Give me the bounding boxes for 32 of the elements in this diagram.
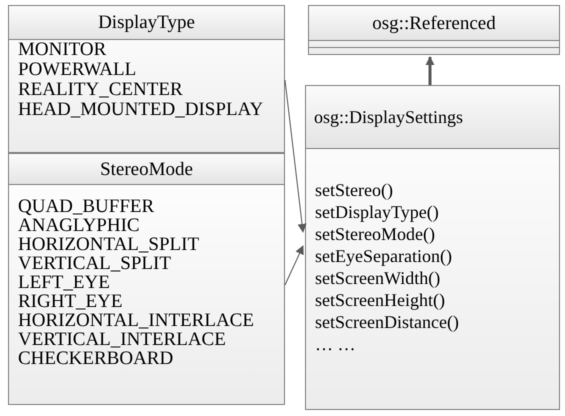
method-name: setDisplayType(): [315, 201, 440, 223]
method-name: setStereoMode(): [315, 223, 436, 245]
method-name: … …: [315, 333, 356, 355]
class-name: osg::Referenced: [372, 14, 496, 32]
enum-value: LEFT_EYE: [18, 273, 111, 292]
method-name: setEyeSeparation(): [315, 245, 453, 267]
enum-value: VERTICAL_INTERLACE: [18, 330, 227, 349]
class-box: [8, 5, 285, 153]
arrow: [426, 56, 434, 85]
class-box: [305, 85, 560, 410]
enum-value: RIGHT_EYE: [18, 292, 124, 311]
class-box: [308, 5, 560, 55]
arrow: [284, 80, 307, 233]
enum-value: HORIZONTAL_INTERLACE: [18, 311, 255, 330]
enum-value: HORIZONTAL_SPLIT: [18, 235, 200, 254]
class-name: osg::DisplaySettings: [314, 108, 464, 126]
method-name: setStereo(): [315, 179, 394, 201]
enum-value: VERTICAL_SPLIT: [18, 254, 172, 273]
enum-value: REALITY_CENTER: [18, 80, 184, 100]
class-name: DisplayType: [98, 13, 195, 32]
enum-value: HEAD_MOUNTED_DISPLAY: [18, 100, 264, 120]
enum-value: CHECKERBOARD: [18, 349, 174, 368]
arrow: [284, 245, 304, 286]
enum-value: QUAD_BUFFER: [18, 197, 156, 216]
enum-value: POWERWALL: [18, 60, 138, 80]
method-name: setScreenWidth(): [315, 267, 442, 289]
enum-value: MONITOR: [18, 40, 108, 60]
method-name: setScreenDistance(): [315, 311, 460, 333]
class-box: [8, 153, 285, 405]
enum-value: ANAGLYPHIC: [18, 216, 140, 235]
class-name: StereoMode: [100, 160, 193, 178]
method-name: setScreenHeight(): [315, 289, 446, 311]
